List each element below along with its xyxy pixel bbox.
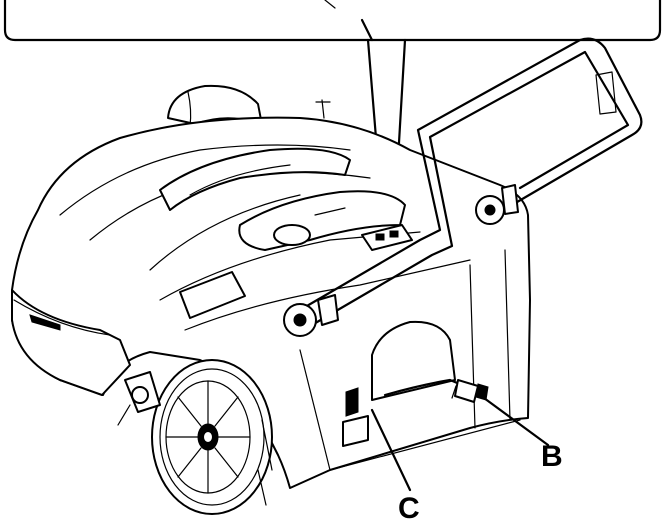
front-caster bbox=[117, 371, 161, 426]
power-cord bbox=[383, 378, 489, 403]
handle bbox=[298, 37, 643, 327]
callout-b: B bbox=[482, 396, 563, 473]
top-callout-bracket bbox=[3, 0, 662, 42]
handle-pivot-knobs bbox=[283, 184, 519, 337]
motor-housing bbox=[167, 84, 331, 127]
control-panel bbox=[361, 224, 413, 251]
callout-c-label: C bbox=[398, 492, 420, 523]
rear-wheel bbox=[151, 359, 273, 515]
top-cover bbox=[159, 147, 406, 251]
callout-c: C bbox=[370, 408, 420, 523]
callout-b-label: B bbox=[541, 440, 563, 473]
